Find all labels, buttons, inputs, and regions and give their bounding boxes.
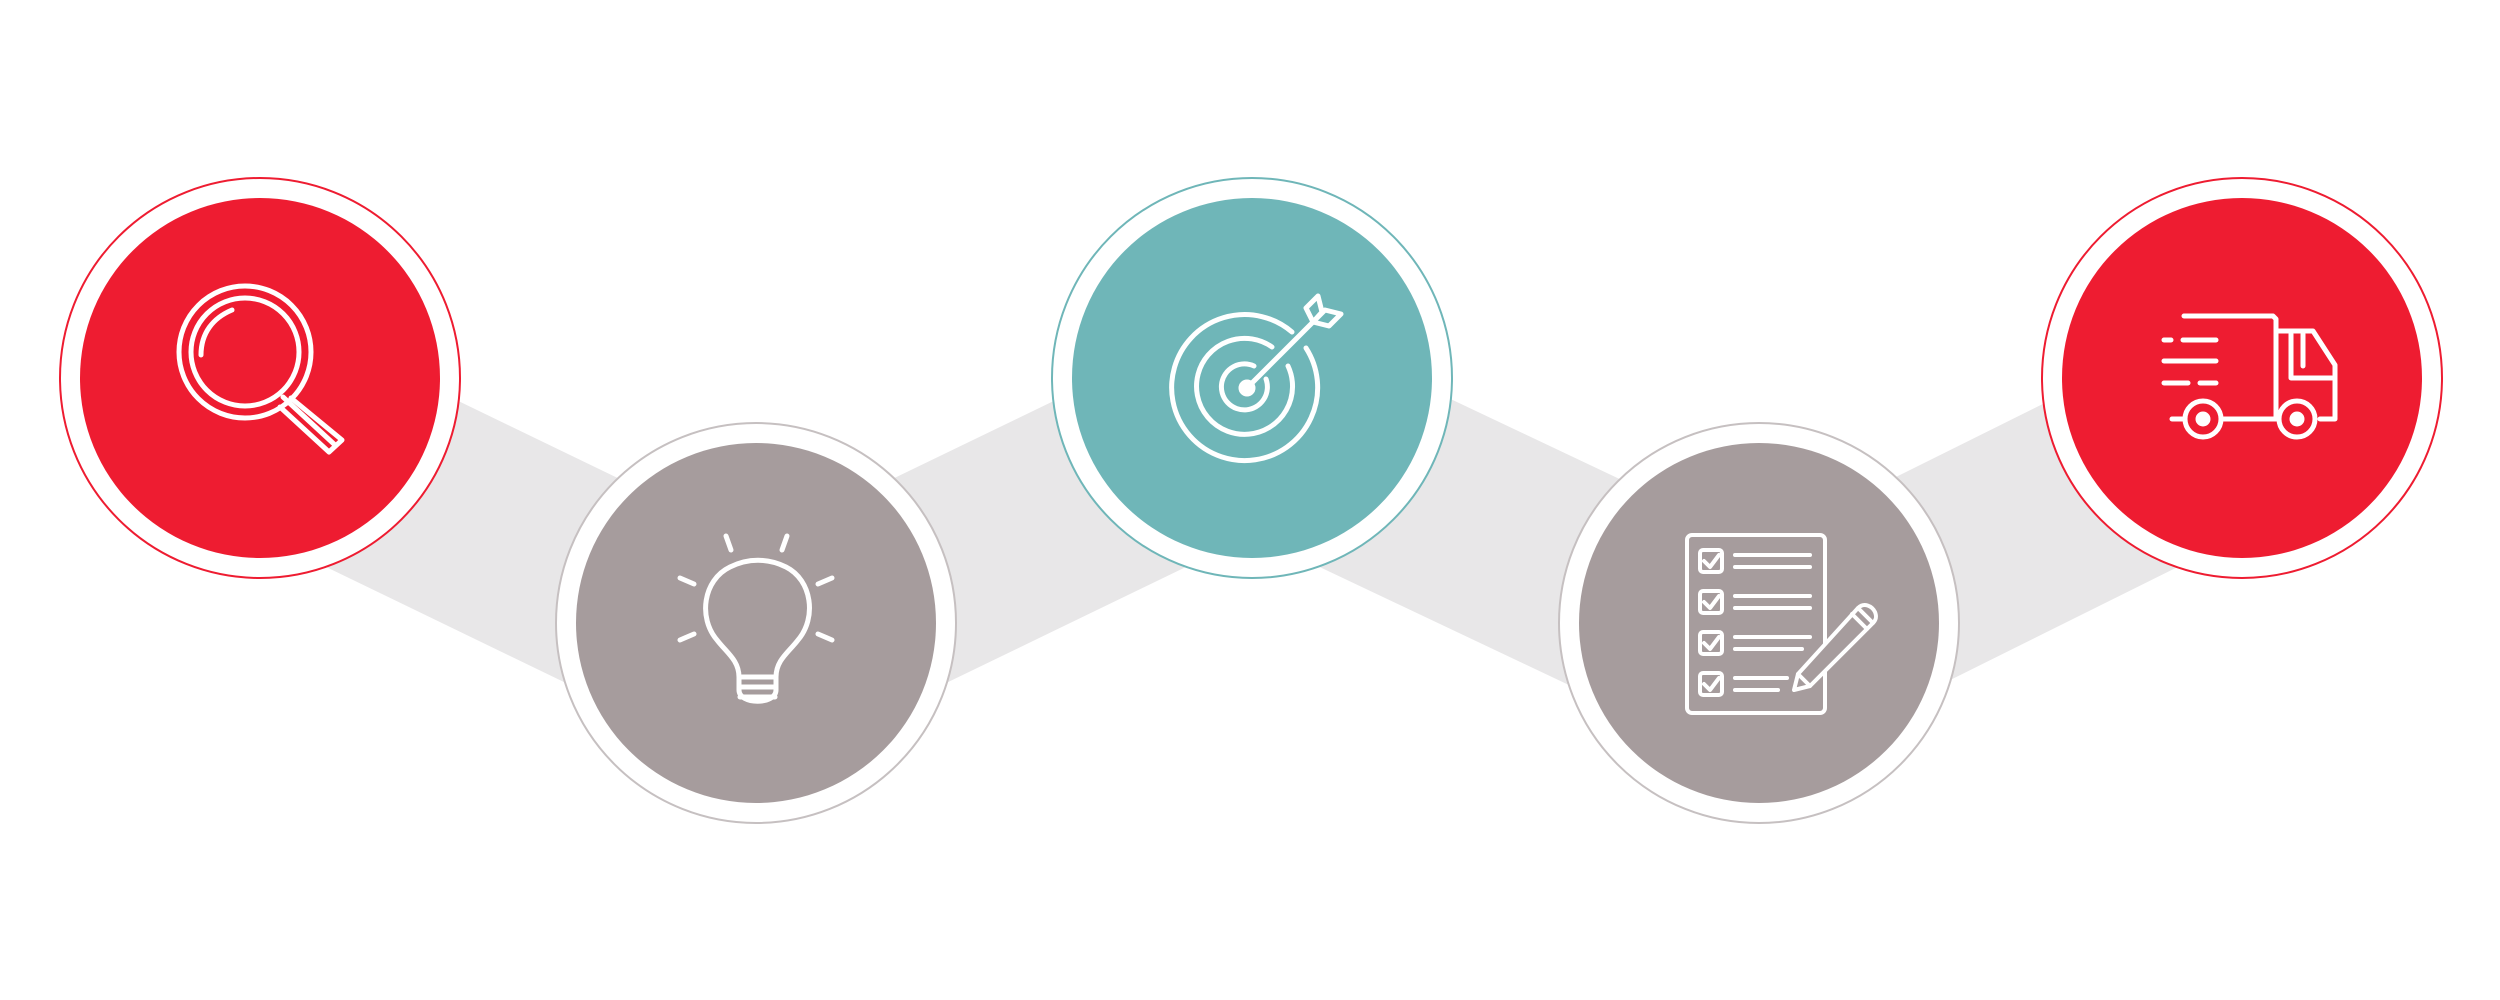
step-research-disc bbox=[80, 198, 440, 558]
step-delivery-disc bbox=[2062, 198, 2422, 558]
step-idea bbox=[555, 422, 957, 824]
step-target bbox=[1051, 177, 1453, 579]
step-plan bbox=[1558, 422, 1960, 824]
target-arrow-icon bbox=[1169, 293, 1344, 464]
checklist-pencil-icon bbox=[1685, 533, 1879, 715]
step-delivery bbox=[2041, 177, 2443, 579]
step-research bbox=[59, 177, 461, 579]
step-idea-disc bbox=[576, 443, 936, 803]
step-target-disc bbox=[1072, 198, 1432, 558]
delivery-truck-icon bbox=[2161, 313, 2338, 440]
magnifying-glass-icon bbox=[176, 283, 345, 455]
step-plan-disc bbox=[1579, 443, 1939, 803]
lightbulb-icon bbox=[677, 533, 835, 704]
